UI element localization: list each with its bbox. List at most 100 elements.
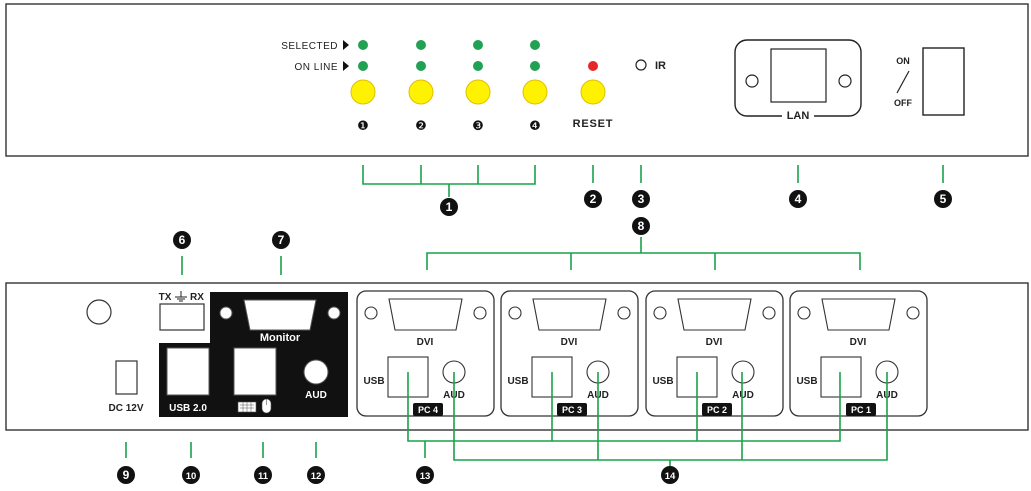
callout-circle: [661, 466, 679, 484]
dvi-screw: [762, 306, 776, 320]
callout-number: 6: [179, 233, 186, 247]
callout-circle: [934, 190, 952, 208]
console-aud-label: AUD: [305, 390, 327, 401]
console-audio-jack[interactable]: [303, 359, 329, 385]
front-panel-outline: [5, 3, 1029, 157]
callout-number: 8: [638, 219, 645, 233]
usb-label: USB: [363, 376, 384, 387]
callout-number: 9: [123, 468, 130, 482]
reset-button[interactable]: [580, 79, 606, 105]
dvi-label: DVI: [706, 337, 723, 348]
callout-circle: [254, 466, 272, 484]
port-number-label-4: ❹: [529, 118, 541, 133]
dvi-port[interactable]: [532, 298, 607, 331]
online-label: ON LINE: [294, 62, 338, 73]
online-led-2: [416, 61, 426, 71]
dvi-port[interactable]: [677, 298, 752, 331]
usb-label: USB: [796, 376, 817, 387]
callout-badge-5: 5: [934, 190, 952, 208]
pc-badge: [413, 403, 443, 416]
callout-badge-2: 2: [584, 190, 602, 208]
callout-badge-9: 9: [117, 466, 135, 484]
callout-number: 7: [278, 233, 285, 247]
selected-label: SELECTED: [281, 41, 338, 52]
tx-label: TX: [159, 292, 172, 303]
leader-line: [407, 372, 841, 442]
lan-label: LAN: [787, 110, 810, 122]
port-select-button-3[interactable]: [465, 79, 491, 105]
pc-badge: [846, 403, 876, 416]
dvi-label: DVI: [417, 337, 434, 348]
callout-circle: [307, 466, 325, 484]
callout-badge-6: 6: [173, 231, 191, 249]
callout-number: 3: [638, 192, 645, 206]
leader-line: [362, 165, 536, 185]
dvi-screw: [906, 306, 920, 320]
selected-led-1: [358, 40, 368, 50]
dc-power-jack[interactable]: [115, 360, 138, 395]
callout-number: 11: [258, 471, 269, 482]
usb2-label: USB 2.0: [169, 403, 207, 414]
usb-label: USB: [652, 376, 673, 387]
callout-number: 14: [665, 471, 676, 482]
selected-led-4: [530, 40, 540, 50]
off-label: OFF: [894, 98, 912, 108]
rx-label: RX: [190, 292, 204, 303]
port-select-button-4[interactable]: [522, 79, 548, 105]
callout-number: 12: [311, 471, 322, 482]
on-label: ON: [896, 56, 910, 66]
monitor-port[interactable]: Monitor: [219, 299, 341, 344]
dvi-screw: [473, 306, 487, 320]
pc-label: PC 1: [851, 405, 871, 415]
rs232-port[interactable]: [159, 303, 205, 331]
callout-circle: [117, 466, 135, 484]
port-number-label-2: ❷: [415, 118, 427, 133]
power-rocker[interactable]: [922, 47, 965, 116]
mouse-icon: [261, 398, 272, 414]
pc-badge: [557, 403, 587, 416]
callout-badge-4: 4: [789, 190, 807, 208]
usb-port[interactable]: [820, 356, 862, 398]
callout-badge-10: 10: [182, 466, 200, 484]
lan-port[interactable]: LAN: [734, 39, 862, 122]
reset-led: [588, 61, 598, 71]
selected-led-2: [416, 40, 426, 50]
callout-circle: [173, 231, 191, 249]
ir-sensor: [635, 59, 647, 71]
keyboard-icon: [237, 401, 257, 413]
dvi-port[interactable]: [821, 298, 896, 331]
dvi-label: DVI: [850, 337, 867, 348]
online-led-4: [530, 61, 540, 71]
power-switch[interactable]: ON OFF: [894, 47, 965, 116]
dvi-port[interactable]: [388, 298, 463, 331]
online-led-1: [358, 61, 368, 71]
port-select-button-2[interactable]: [408, 79, 434, 105]
keyboard-mouse-port[interactable]: [233, 347, 277, 396]
dvi-screw: [653, 306, 667, 320]
usb2-port[interactable]: [166, 347, 210, 396]
callout-circle: [272, 231, 290, 249]
callout-number: 2: [590, 192, 597, 206]
dvi-screw: [617, 306, 631, 320]
port-select-button-1[interactable]: [350, 79, 376, 105]
online-arrow-icon: [343, 61, 349, 71]
callout-number: 4: [795, 192, 802, 206]
callout-circle: [182, 466, 200, 484]
callout-badge-8: 8: [632, 217, 650, 235]
callout-badge-12: 12: [307, 466, 325, 484]
port-number-label-1: ❶: [357, 118, 369, 133]
pc-label: PC 2: [707, 405, 727, 415]
dvi-label: DVI: [561, 337, 578, 348]
callout-number: 10: [186, 471, 197, 482]
ir-label: IR: [655, 60, 666, 72]
callout-badge-11: 11: [254, 466, 272, 484]
callout-circle: [584, 190, 602, 208]
selected-led-3: [473, 40, 483, 50]
dc-label: DC 12V: [108, 403, 143, 414]
callout-badge-7: 7: [272, 231, 290, 249]
audio-jack[interactable]: [731, 360, 755, 384]
